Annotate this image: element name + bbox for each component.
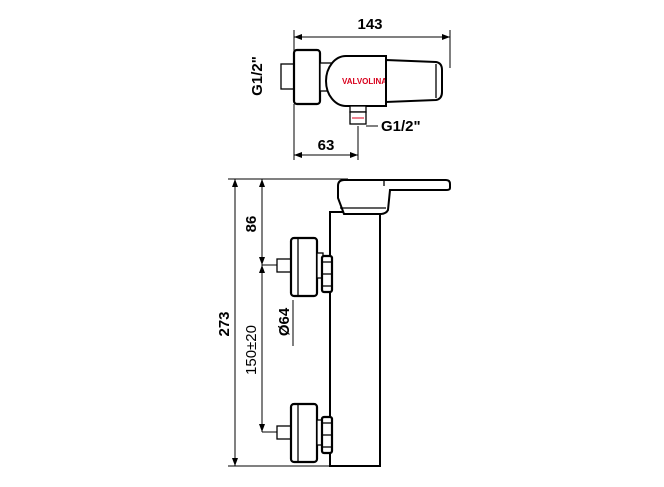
lower-connector (276, 402, 334, 464)
lever-handle (385, 58, 443, 104)
dim-total-height-label: 273 (216, 311, 233, 336)
dim-rosette-diameter-label: Ø64 (276, 307, 293, 336)
dim-lever-height-86: 86 (243, 179, 265, 265)
dim-rosette-diameter: Ø64 (276, 300, 294, 346)
mixer-body (325, 55, 387, 107)
outlet-fitting (349, 105, 367, 113)
dim-width-label: 143 (357, 16, 382, 33)
dim-total-height-273: 273 (216, 179, 238, 466)
mixer-body-side (329, 211, 381, 467)
dim-width-143: 143 (293, 16, 451, 68)
brand-label: VALVOLINA (342, 77, 387, 86)
wall-rosette (292, 48, 322, 106)
wall-stub (280, 63, 295, 90)
dim-depth-label: 63 (318, 137, 335, 154)
inlet-thread-label: G1/2" (249, 56, 266, 96)
dim-center-distance-label: 150±20 (243, 325, 260, 375)
lever-side (337, 179, 451, 215)
dim-center-distance: 150±20 (243, 265, 265, 432)
upper-connector (276, 236, 334, 298)
dim-depth-63: 63 (293, 104, 359, 160)
side-view: 273 86 150±20 Ø64 (216, 178, 451, 467)
top-view: 143 VALVOLINA G1/2" G1/2" 63 (249, 16, 451, 160)
outlet-thread-label: G1/2" (381, 118, 421, 135)
dim-lever-height-label: 86 (243, 216, 260, 233)
